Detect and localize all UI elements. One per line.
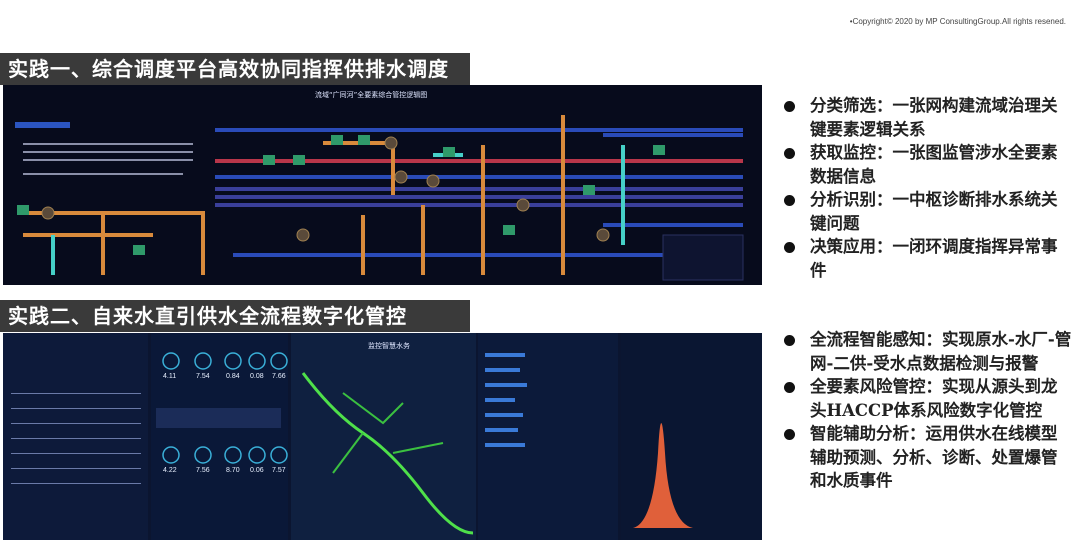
bullet-item: 全流程智能感知：实现原水-水厂-管网-二供-受水点数据检测与报警: [782, 328, 1072, 375]
metric-value: 7.54: [196, 373, 210, 380]
water-supply-dashboard-image: 监控智慧水务 4.11 7.54 0.84 0.08 7.66 4.22 7.5…: [3, 333, 762, 540]
section1-title: 实践一、综合调度平台高效协同指挥供排水调度: [0, 53, 470, 85]
bullet-item: 获取监控：一张图监管涉水全要素数据信息: [782, 141, 1072, 188]
metric-value: 7.66: [272, 373, 286, 380]
metric-value: 4.22: [163, 467, 177, 474]
pipeline-logic-diagram: [15, 115, 744, 281]
bullet-item: 全要素风险管控：实现从源头到龙头HACCP体系风险数字化管控: [782, 375, 1072, 422]
bullet-item: 智能辅助分析：运用供水在线模型辅助预测、分析、诊断、处置爆管和水质事件: [782, 422, 1072, 493]
section1-bullet-list: 分类筛选：一张网构建流域治理关键要素逻辑关系 获取监控：一张图监管涉水全要素数据…: [782, 94, 1072, 282]
water-supply-dashboard-graphics: [3, 333, 762, 540]
bullet-item: 分析识别：一中枢诊断排水系统关键问题: [782, 188, 1072, 235]
metric-value: 0.06: [250, 467, 264, 474]
copyright-notice: •Copyright© 2020 by MP ConsultingGroup.A…: [849, 17, 1066, 26]
section2-title: 实践二、自来水直引供水全流程数字化管控: [0, 300, 470, 332]
metric-value: 0.08: [250, 373, 264, 380]
metric-value: 8.70: [226, 467, 240, 474]
metric-value: 7.57: [272, 467, 286, 474]
dashboard-title: 监控智慧水务: [368, 342, 410, 350]
metric-value: 7.56: [196, 467, 210, 474]
dashboard-title: 流域“广同河”全要素综合管控逻辑图: [315, 91, 428, 99]
bullet-item: 分类筛选：一张网构建流域治理关键要素逻辑关系: [782, 94, 1072, 141]
drainage-dispatch-dashboard-image: 流域“广同河”全要素综合管控逻辑图: [3, 85, 762, 285]
section2-bullet-list: 全流程智能感知：实现原水-水厂-管网-二供-受水点数据检测与报警 全要素风险管控…: [782, 328, 1072, 493]
metric-value: 4.11: [163, 373, 177, 380]
bullet-item: 决策应用：一闭环调度指挥异常事件: [782, 235, 1072, 282]
metric-value: 0.84: [226, 373, 240, 380]
